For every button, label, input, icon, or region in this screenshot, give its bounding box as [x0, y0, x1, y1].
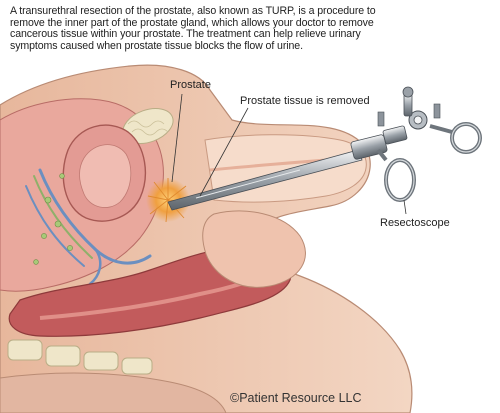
label-prostate: Prostate: [170, 79, 211, 91]
label-resectoscope: Resectoscope: [380, 217, 450, 229]
procedure-description: A transurethral resection of the prostat…: [10, 5, 376, 52]
resectoscope: [167, 86, 482, 211]
copyright-notice: ©Patient Resource LLC: [230, 391, 362, 405]
nerve-nodes: [33, 173, 73, 265]
resectoscope-leader: [403, 199, 407, 215]
tissue-leader: [199, 107, 249, 197]
prostate-leader: [171, 93, 183, 183]
spine: [7, 339, 153, 375]
label-tissue-removed: Prostate tissue is removed: [240, 95, 370, 107]
scrotum: [202, 210, 306, 288]
vessels: [25, 168, 152, 286]
